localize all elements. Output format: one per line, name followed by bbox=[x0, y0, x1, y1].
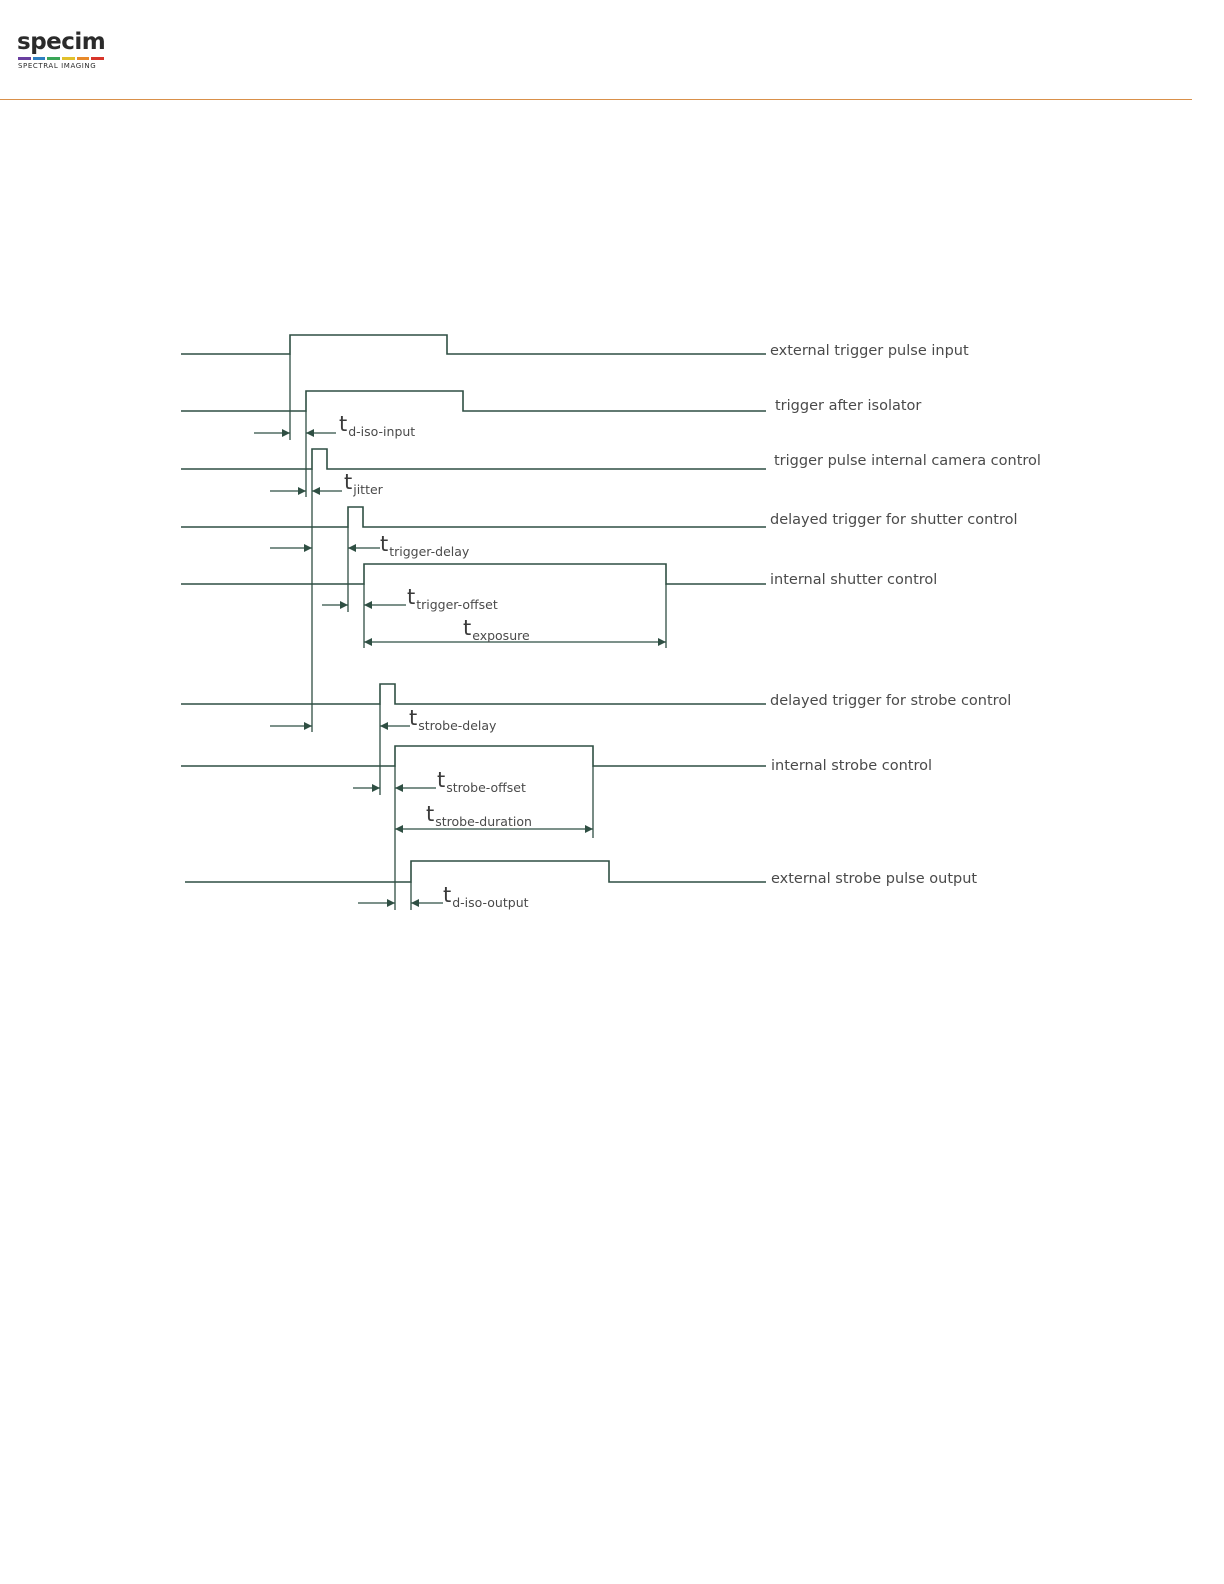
timing-label-exposure: texposure bbox=[463, 616, 530, 643]
timing-label-d-iso-output: td-iso-output bbox=[443, 883, 529, 910]
signal-label-delayed-trigger-shutter: delayed trigger for shutter control bbox=[770, 512, 1018, 528]
signal-label-internal-strobe-control: internal strobe control bbox=[771, 758, 932, 774]
timing-label-d-iso-input: td-iso-input bbox=[339, 412, 415, 439]
signal-label-internal-shutter-control: internal shutter control bbox=[770, 572, 937, 588]
signal-label-trigger-after-isolator: trigger after isolator bbox=[775, 398, 921, 414]
waveform-external-trigger-input bbox=[181, 334, 766, 355]
timing-label-strobe-offset: tstrobe-offset bbox=[437, 768, 526, 795]
logo-tagline: SPECTRAL IMAGING bbox=[18, 62, 97, 70]
signal-label-external-strobe-output: external strobe pulse output bbox=[771, 871, 977, 887]
timing-label-strobe-duration: tstrobe-duration bbox=[426, 802, 532, 829]
logo-color-bar bbox=[18, 57, 105, 60]
timing-label-strobe-delay: tstrobe-delay bbox=[409, 706, 497, 733]
timing-label-trigger-offset: ttrigger-offset bbox=[407, 585, 498, 612]
logo-color-segment bbox=[47, 57, 61, 60]
signal-label-external-trigger-input: external trigger pulse input bbox=[770, 343, 969, 359]
waveform-trigger-internal-camera bbox=[181, 448, 766, 470]
logo-color-segment bbox=[91, 57, 105, 60]
logo-wordmark: specim bbox=[17, 29, 106, 55]
logo-color-segment bbox=[76, 57, 90, 60]
timing-label-jitter: tjitter bbox=[344, 470, 384, 497]
header-rule bbox=[0, 99, 1192, 100]
logo-color-segment bbox=[32, 57, 46, 60]
timing-label-trigger-delay: ttrigger-delay bbox=[380, 532, 470, 559]
specim-logo: specim SPECTRAL IMAGING bbox=[17, 29, 109, 73]
signal-label-delayed-trigger-strobe: delayed trigger for strobe control bbox=[770, 693, 1011, 709]
waveform-delayed-trigger-shutter bbox=[181, 506, 766, 528]
signal-label-trigger-internal-camera: trigger pulse internal camera control bbox=[774, 453, 1041, 469]
waveform-external-strobe-output bbox=[185, 860, 766, 883]
logo-color-segment bbox=[18, 57, 31, 60]
page-header: specim SPECTRAL IMAGING bbox=[0, 0, 1224, 101]
waveform-internal-strobe-control bbox=[181, 745, 766, 767]
waveform-delayed-trigger-strobe bbox=[181, 683, 766, 705]
waveform-internal-shutter-control bbox=[181, 563, 766, 585]
waveform-trigger-after-isolator bbox=[181, 390, 766, 412]
logo-color-segment bbox=[62, 57, 75, 60]
